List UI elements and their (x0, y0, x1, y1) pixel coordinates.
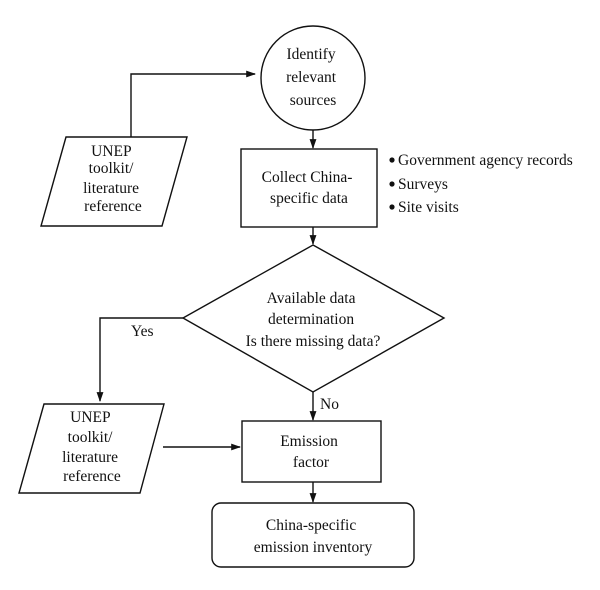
data-sources-list: Government agency records Surveys Site v… (389, 152, 573, 216)
inventory-label: China-specific emission inventory (254, 517, 373, 556)
node-decision-missing-data: Available data determination Is there mi… (181, 244, 446, 393)
bullet-icon (389, 181, 395, 187)
decision-label: Available data determination Is there mi… (246, 290, 381, 350)
bullet-surveys: Surveys (398, 176, 448, 193)
bullet-site-visits: Site visits (398, 199, 459, 216)
yes-label: Yes (131, 323, 154, 340)
no-label: No (320, 396, 339, 413)
bullet-icon (389, 157, 395, 163)
unep-bottom-label: UNEP toolkit/ literature reference (62, 409, 122, 485)
edge-unep-top-to-identify (130, 70, 256, 137)
node-identify-sources: Identify relevant sources (260, 25, 366, 131)
node-unep-toolkit-bottom: UNEP toolkit/ literature reference (18, 403, 165, 494)
emission-factor-label: Emission factor (280, 433, 342, 471)
edge-decision-yes (96, 317, 183, 402)
node-emission-factor: Emission factor (241, 420, 382, 483)
collect-label: Collect China- specific data (262, 169, 357, 207)
bullet-government-records: Government agency records (398, 152, 573, 169)
node-emission-inventory: China-specific emission inventory (211, 502, 415, 568)
bullet-icon (389, 204, 395, 210)
node-collect-data: Collect China- specific data (240, 148, 378, 228)
unep-top-label: UNEP toolkit/ literature reference (83, 143, 143, 215)
node-unep-toolkit-top: UNEP toolkit/ literature reference (40, 136, 188, 227)
identify-label: Identify relevant sources (286, 46, 340, 109)
